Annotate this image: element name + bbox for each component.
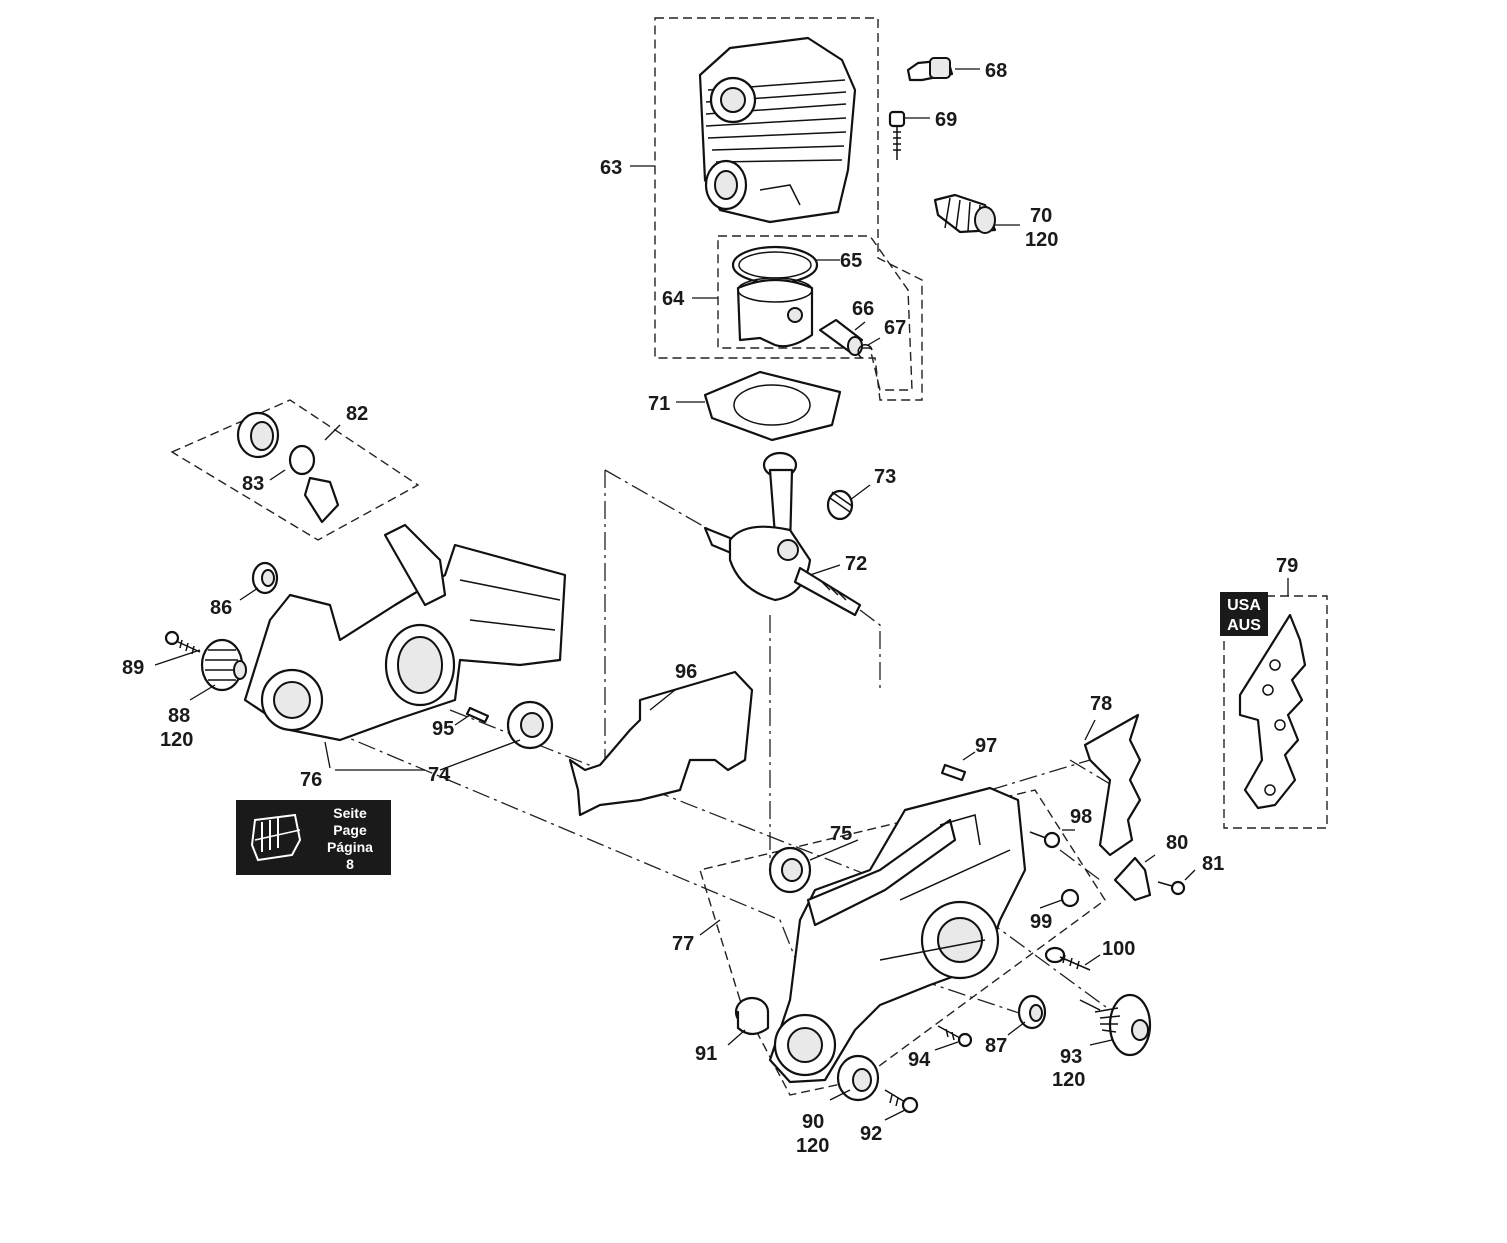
needle-cage (826, 489, 854, 521)
page-ref-line3: Página (327, 839, 373, 855)
region-badge: USA AUS (1220, 592, 1268, 636)
screw-69 (888, 110, 906, 160)
part-80 (1113, 856, 1152, 902)
callout-82: 82 (346, 403, 368, 425)
annular-buffer-90 (836, 1054, 880, 1102)
piston-pin (818, 318, 864, 356)
callout-88-sub: 120 (160, 729, 193, 751)
annular-buffer-93 (1079, 993, 1152, 1057)
callout-100: 100 (1102, 938, 1135, 960)
callout-73: 73 (874, 466, 896, 488)
callout-90: 90 (802, 1111, 824, 1133)
callout-70: 70 (1030, 205, 1052, 227)
bushing-91 (734, 996, 770, 1036)
callout-71: 71 (648, 393, 670, 415)
callout-74: 74 (428, 764, 451, 786)
decompression-valve (906, 57, 954, 82)
callout-68: 68 (985, 60, 1007, 82)
screw-89 (164, 630, 201, 655)
chain-catcher-78 (1083, 713, 1142, 857)
oil-seal-86 (251, 561, 279, 595)
screw-94 (937, 1025, 973, 1048)
callout-64: 64 (662, 288, 685, 310)
callout-81: 81 (1202, 853, 1224, 875)
callout-67: 67 (884, 317, 906, 339)
screw-98 (1029, 831, 1061, 849)
ball-bearing-75 (768, 846, 812, 894)
dowel-95 (465, 706, 490, 724)
callout-98: 98 (1070, 806, 1092, 828)
callout-78: 78 (1090, 693, 1112, 715)
callout-70-sub: 120 (1025, 229, 1058, 251)
oil-cap (236, 411, 340, 524)
screw-81 (1157, 880, 1186, 896)
piston (736, 277, 814, 348)
callout-93: 93 (1060, 1046, 1082, 1068)
callout-87: 87 (985, 1035, 1007, 1057)
crankcase-gasket (568, 670, 754, 817)
callout-66: 66 (852, 298, 874, 320)
callout-88: 88 (168, 705, 190, 727)
callout-65: 65 (840, 250, 862, 272)
callout-95: 95 (432, 718, 454, 740)
region-badge-line2: AUS (1227, 617, 1261, 634)
stud-100 (1044, 946, 1091, 971)
ball-bearing-74 (506, 700, 554, 750)
callout-69: 69 (935, 109, 957, 131)
circlip (857, 344, 873, 359)
bushing-87 (1017, 994, 1047, 1030)
chain-catcher-79 (1238, 613, 1307, 810)
page-ref-line1: Seite (333, 805, 367, 821)
callout-83: 83 (242, 473, 264, 495)
callout-76: 76 (300, 769, 322, 791)
assembly-icon (250, 813, 302, 862)
page-ref-line2: Page (333, 822, 367, 838)
callout-labels: 63 64 65 66 67 68 69 70 120 71 72 73 74 … (122, 60, 1298, 1157)
crankshaft (703, 451, 862, 617)
crankcase-left (243, 523, 567, 742)
plug-99 (1060, 888, 1080, 908)
callout-77: 77 (672, 933, 694, 955)
callout-94: 94 (908, 1049, 931, 1071)
part-70 (933, 193, 997, 234)
dowel-97 (940, 763, 967, 782)
callout-91: 91 (695, 1043, 717, 1065)
cylinder-gasket (703, 370, 842, 442)
callout-80: 80 (1166, 832, 1188, 854)
page-ref-line4: 8 (346, 856, 354, 872)
callout-89: 89 (122, 657, 144, 679)
callout-99: 99 (1030, 911, 1052, 933)
callout-93-sub: 120 (1052, 1069, 1085, 1091)
callout-97: 97 (975, 735, 997, 757)
crankcase-right (768, 786, 1027, 1084)
region-badge-line1: USA (1227, 597, 1261, 614)
cylinder (698, 36, 857, 224)
callout-79: 79 (1276, 555, 1298, 577)
leader-lines (154, 68, 1289, 1121)
screw-92 (884, 1089, 919, 1114)
callout-63: 63 (600, 157, 622, 179)
callout-72: 72 (845, 553, 867, 575)
page-reference-box[interactable]: Seite Page Página 8 (236, 800, 391, 875)
callout-96: 96 (675, 661, 697, 683)
callout-75: 75 (830, 823, 852, 845)
callout-92: 92 (860, 1123, 882, 1145)
annular-buffer-88 (200, 638, 247, 692)
callout-90-sub: 120 (796, 1135, 829, 1157)
callout-86: 86 (210, 597, 232, 619)
